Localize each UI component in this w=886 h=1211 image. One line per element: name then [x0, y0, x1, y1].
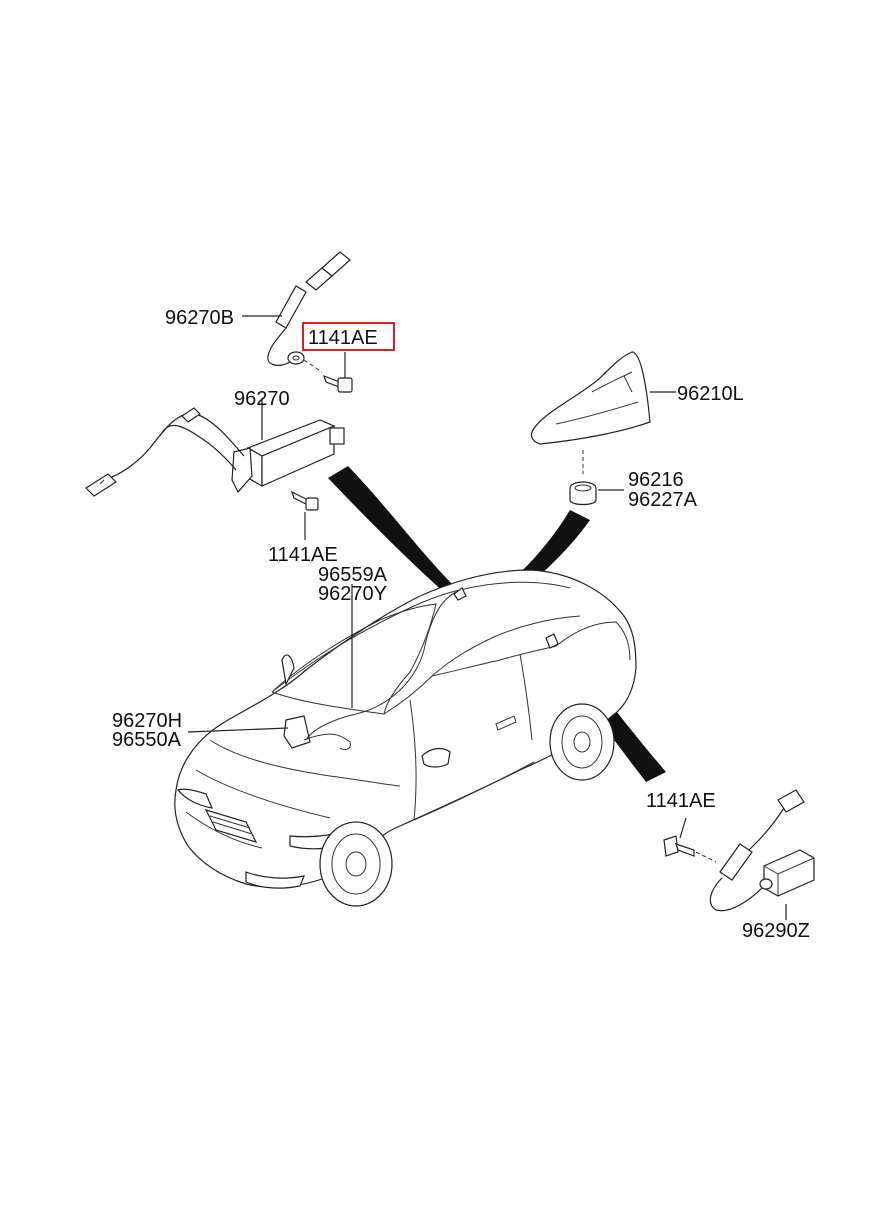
rear-cable-drawing	[663, 789, 815, 920]
label-96216: 96216	[628, 469, 684, 491]
label-96210l: 96210L	[677, 383, 744, 405]
highlight-box	[302, 322, 395, 351]
label-96559a: 96559A	[318, 564, 388, 586]
label-96270y: 96270Y	[318, 583, 387, 605]
cable-96270b-drawing	[267, 251, 351, 373]
antenna-drawing	[530, 351, 676, 506]
amp-module-drawing	[85, 398, 345, 540]
label-96290z: 96290Z	[742, 920, 810, 942]
car-drawing	[174, 569, 637, 907]
label-96550a: 96550A	[112, 729, 182, 751]
label-1141ae-top: 1141AE	[308, 327, 378, 349]
label-1141ae-mid: 1141AE	[268, 544, 338, 566]
label-96270h: 96270H	[112, 710, 182, 732]
label-1141ae-rear: 1141AE	[646, 790, 716, 812]
label-96270: 96270	[234, 388, 290, 410]
label-96227a: 96227A	[628, 489, 698, 511]
leader-lines	[187, 315, 353, 733]
bolt-top-drawing	[323, 352, 353, 393]
label-96270b: 96270B	[165, 307, 234, 329]
